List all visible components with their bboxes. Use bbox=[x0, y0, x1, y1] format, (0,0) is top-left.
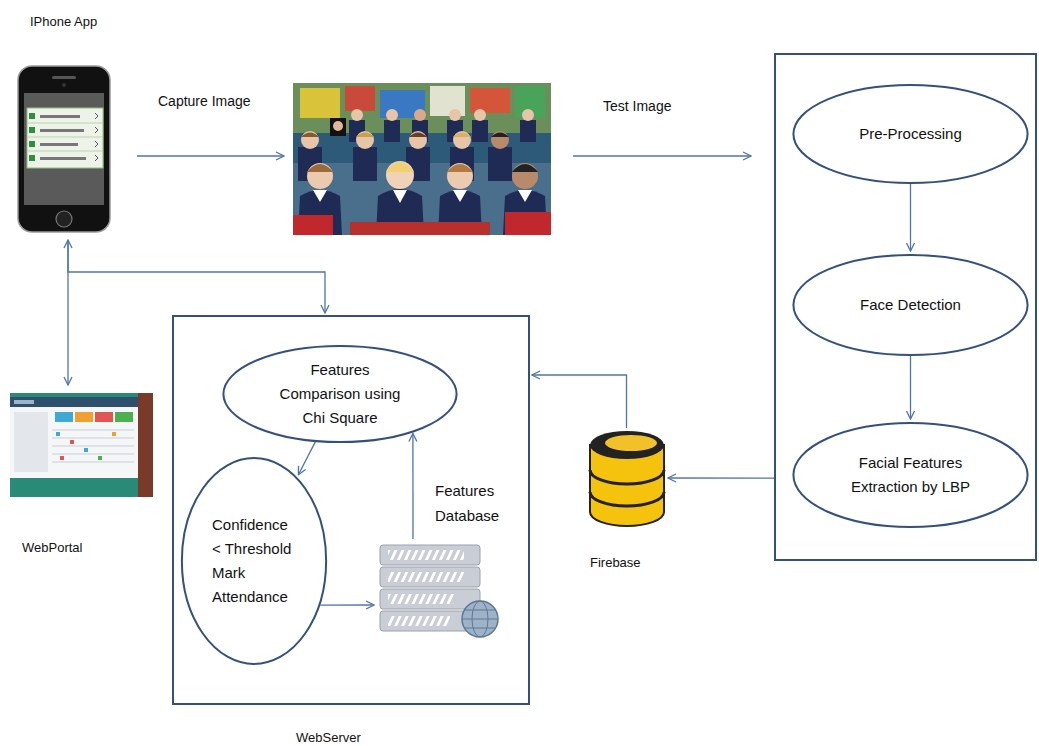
process-ellipse: Features Comparison using Chi Square bbox=[222, 345, 458, 443]
database-server-icon bbox=[380, 545, 498, 637]
connector-arrow bbox=[320, 604, 374, 605]
process-ellipse: Facial Features Extraction by LBP bbox=[792, 422, 1029, 528]
connector-arrow bbox=[668, 477, 774, 478]
arrow-label: Capture Image bbox=[158, 93, 251, 109]
firebase-store: Firebase bbox=[588, 428, 665, 528]
node-heading: WebPortal bbox=[22, 540, 82, 555]
node-label: Confidence < Threshold Mark Attendance bbox=[212, 513, 296, 609]
web-portal-screenshot bbox=[10, 393, 153, 497]
iphone-app: IPhone App bbox=[18, 66, 110, 232]
node-label: Facial Features Extraction by LBP bbox=[841, 451, 981, 499]
ellipse-outline bbox=[792, 422, 1029, 528]
node-heading: WebServer bbox=[296, 730, 361, 745]
node-heading: Features Database bbox=[435, 478, 515, 528]
connector-arrow bbox=[298, 442, 315, 475]
processing-panel: Pre-ProcessingFace DetectionFacial Featu… bbox=[774, 53, 1037, 561]
classroom-photo bbox=[293, 83, 551, 235]
connector-arrow bbox=[910, 184, 911, 251]
node-heading: IPhone App bbox=[30, 14, 97, 29]
node-label: Face Detection bbox=[860, 293, 961, 317]
connector-arrow bbox=[910, 356, 911, 419]
node-label: Features Comparison using Chi Square bbox=[276, 358, 404, 430]
connector-arrow bbox=[68, 240, 325, 313]
web-portal: WebPortal bbox=[10, 393, 153, 497]
arrow-label: Test Image bbox=[603, 98, 671, 114]
web-server-panel: WebServerFeatures Comparison using Chi S… bbox=[172, 315, 530, 705]
features-database: Features Database bbox=[378, 543, 500, 640]
iphone-illustration bbox=[18, 66, 110, 232]
flow-arrow bbox=[573, 155, 751, 156]
node-heading: Firebase bbox=[590, 555, 641, 570]
firebase-cylinder bbox=[590, 431, 664, 526]
flow-arrow bbox=[137, 155, 284, 156]
node-label: Pre-Processing bbox=[859, 122, 962, 146]
connector-arrow bbox=[532, 375, 627, 428]
connector-arrow bbox=[412, 434, 413, 540]
decision-circle: Confidence < Threshold Mark Attendance bbox=[181, 456, 327, 666]
ellipse-outline bbox=[181, 456, 327, 666]
process-ellipse: Pre-Processing bbox=[792, 84, 1029, 184]
process-ellipse: Face Detection bbox=[792, 254, 1029, 356]
